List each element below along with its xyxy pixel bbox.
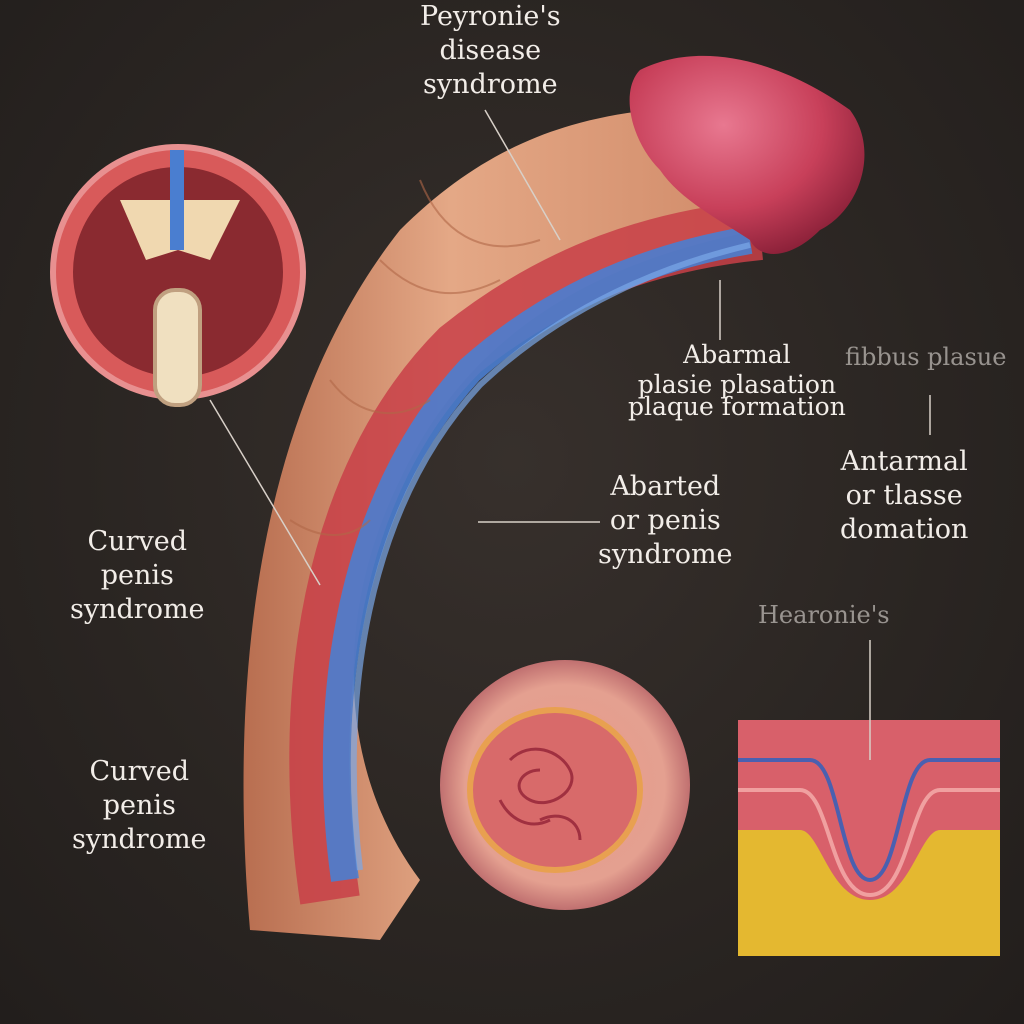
label-line: syndrome	[70, 594, 205, 625]
scrotum	[440, 660, 690, 910]
label-line: plaque formation	[628, 392, 846, 421]
label-line: syndrome	[72, 824, 207, 855]
label-line: penis	[100, 560, 174, 591]
label-line: or tlasse	[845, 480, 963, 511]
label-line: syndrome	[598, 539, 733, 570]
label-line: Peyronie's	[420, 1, 561, 32]
label-fibrous-plaque: fibbus plasue	[845, 340, 1006, 374]
label-line: Curved	[89, 756, 189, 787]
label-hearonies: Hearonie's	[758, 598, 890, 632]
label-line: Curved	[87, 526, 187, 557]
label-line: Abarmal	[683, 340, 791, 369]
label-line: or penis	[609, 505, 721, 536]
label-line: penis	[102, 790, 176, 821]
glans	[629, 55, 865, 254]
label-line: domation	[840, 514, 969, 545]
tissue-cross-section-inset	[738, 720, 1000, 956]
label-line: disease	[439, 35, 542, 66]
label-line: Hearonie's	[758, 601, 890, 629]
label-line: fibbus plasue	[845, 343, 1007, 371]
leader-lines	[209, 109, 931, 760]
penis-shaft	[243, 110, 764, 940]
cross-section-inset	[50, 144, 306, 407]
label-line: plasie plasation	[637, 370, 837, 399]
label-line: Antarmal	[840, 446, 968, 477]
label-line: Abarted	[610, 471, 721, 502]
label-line: syndrome	[423, 69, 558, 100]
